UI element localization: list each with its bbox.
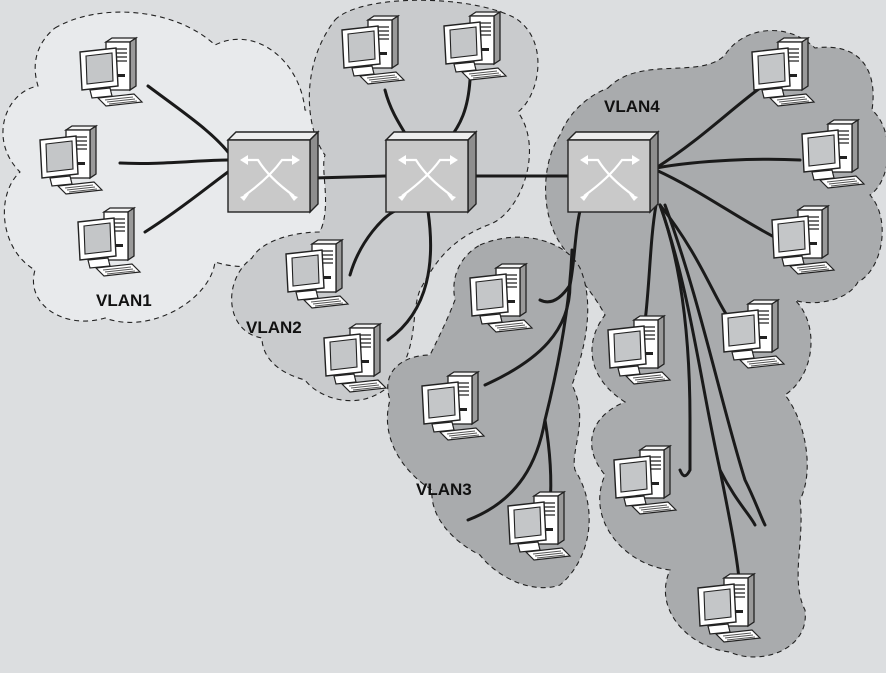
- vlan1-label: VLAN1: [96, 291, 152, 310]
- vlan3-label: VLAN3: [416, 480, 472, 499]
- vlan4-label: VLAN4: [604, 97, 660, 116]
- vlan4-switch-icon: [566, 130, 660, 214]
- core-switch-icon: [384, 130, 478, 214]
- vlan2-label: VLAN2: [246, 318, 302, 337]
- vlan1-switch-icon: [226, 130, 320, 214]
